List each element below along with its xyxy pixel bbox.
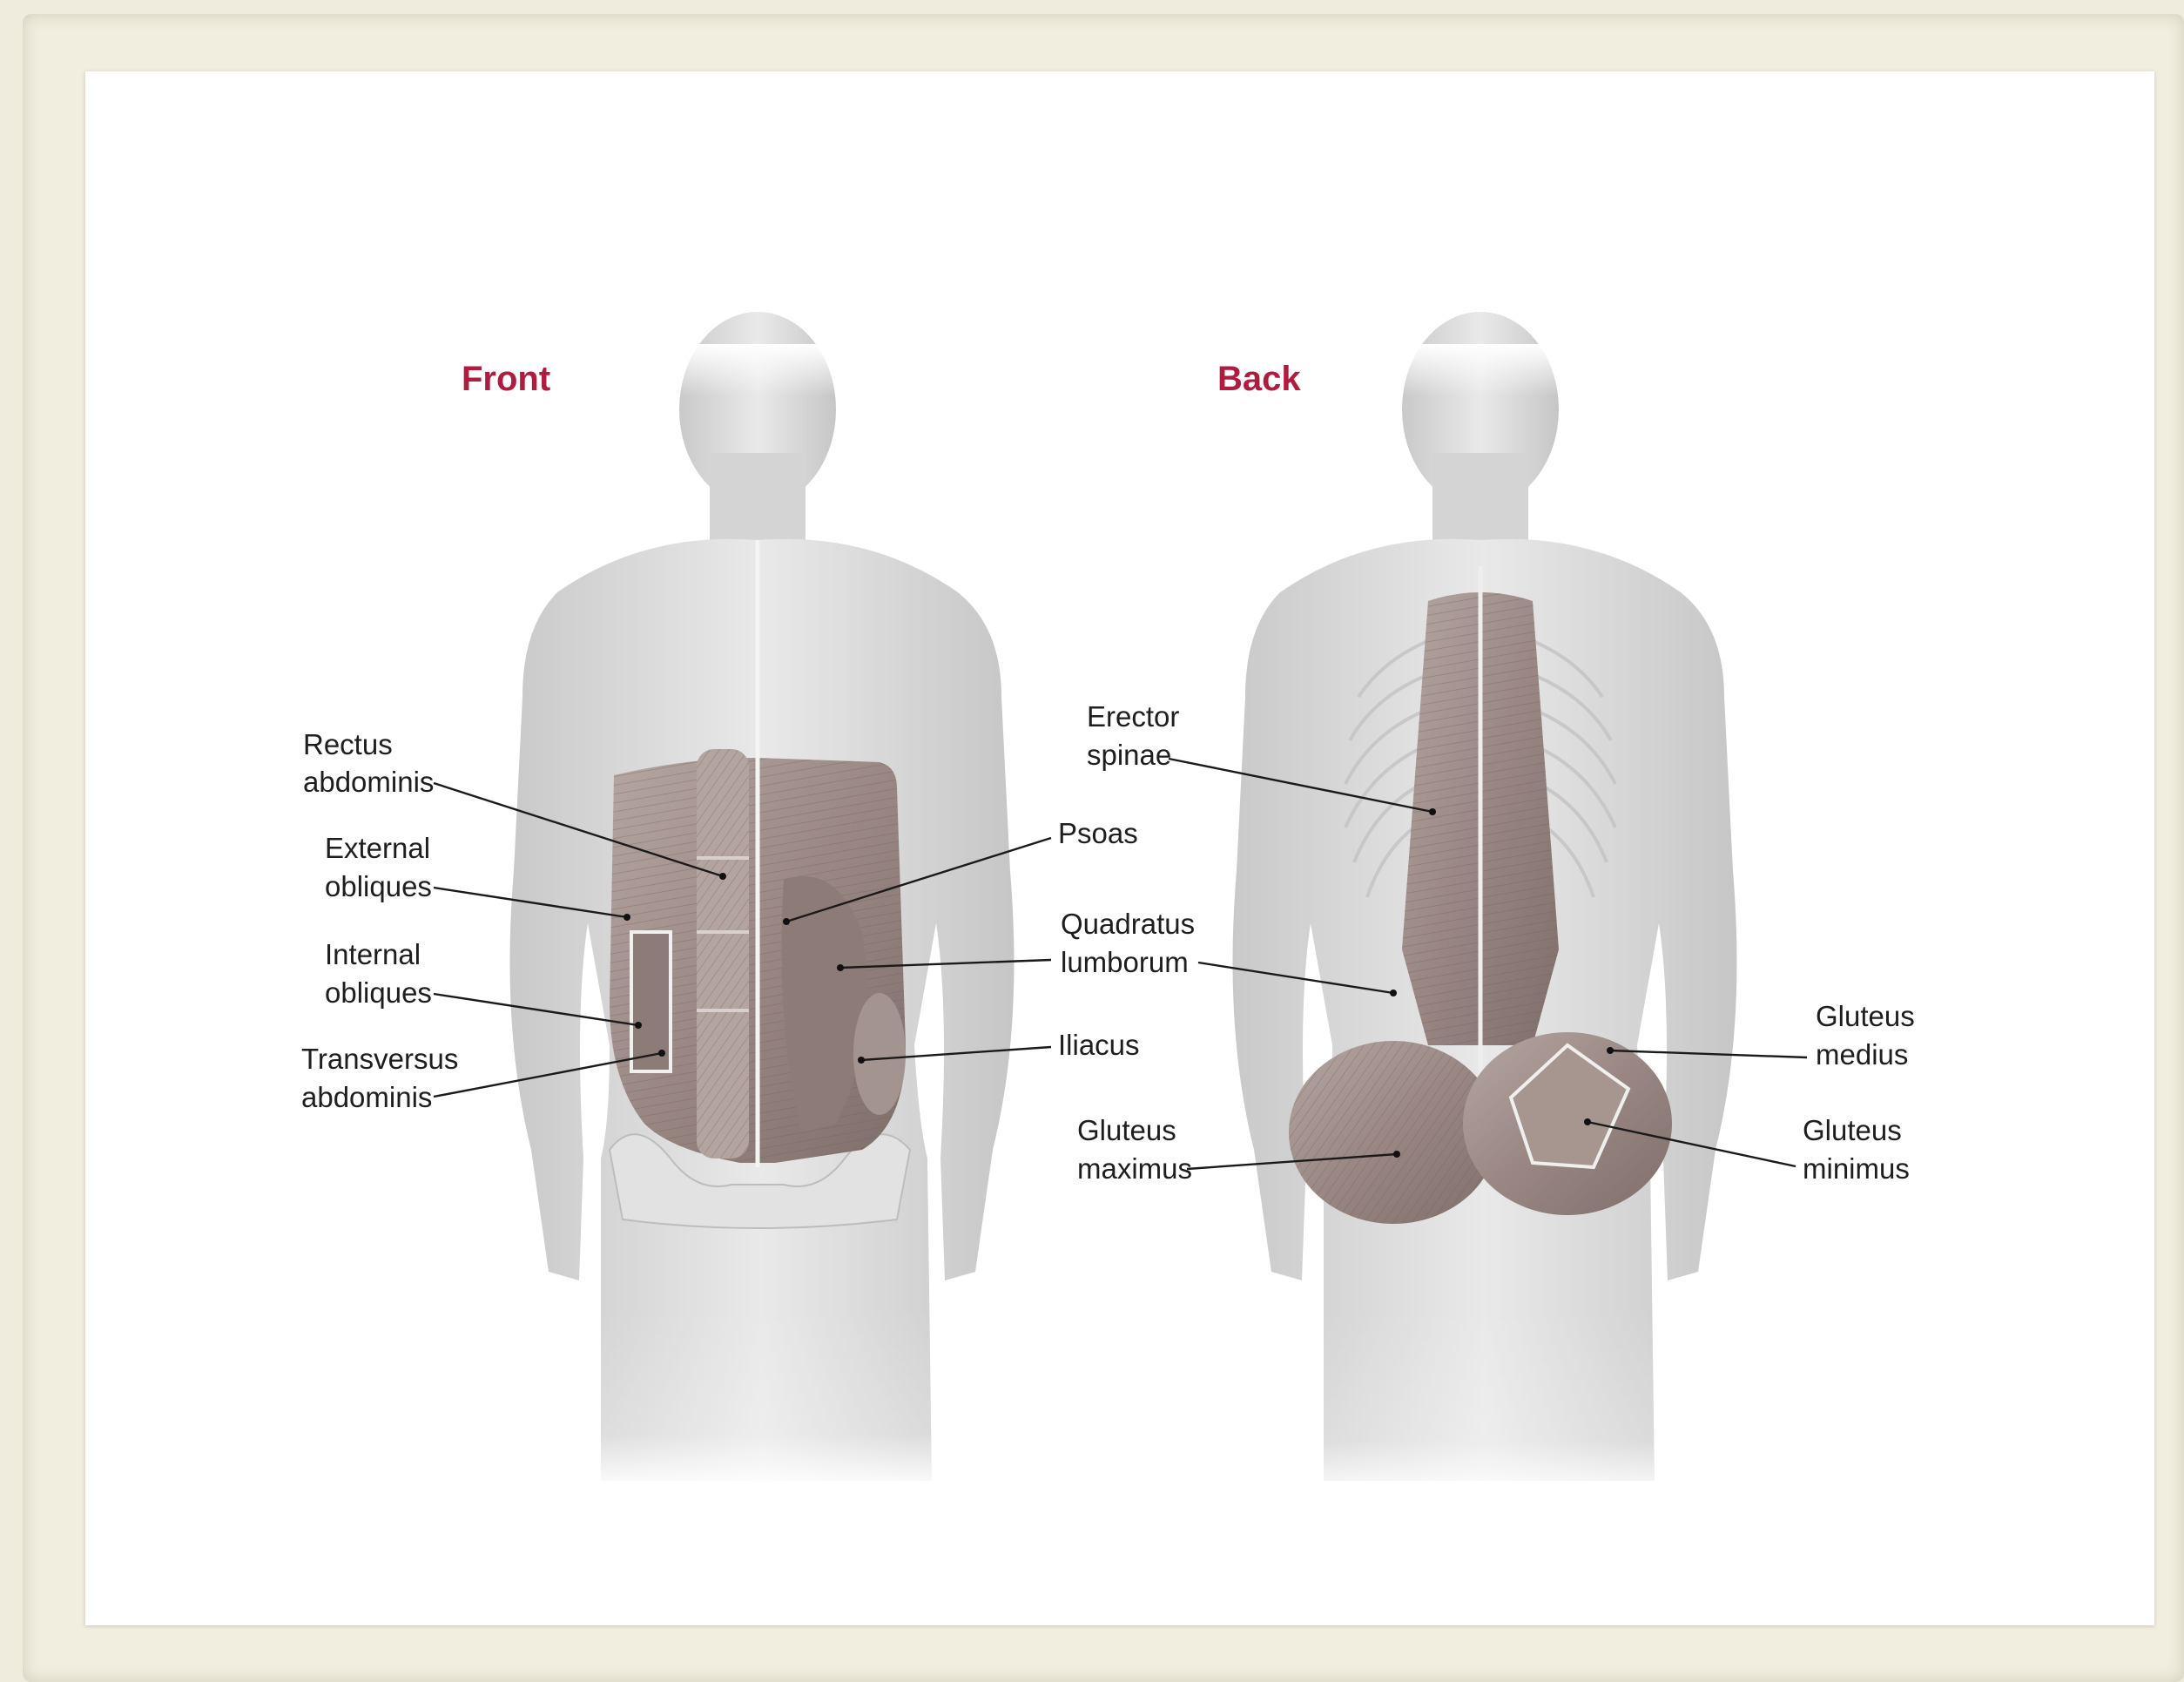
label-line-1: Erector: [1087, 700, 1179, 733]
label-line-1: Psoas: [1058, 817, 1138, 849]
back-title: Back: [1217, 360, 1301, 398]
label-line-2: abdominis: [303, 766, 434, 798]
label-line-2: medius: [1816, 1038, 1908, 1071]
label-line-2: obliques: [325, 870, 432, 902]
label-line-2: obliques: [325, 976, 432, 1009]
label-line-1: Rectus: [303, 728, 393, 760]
label-gluteus-medius: Gluteus medius: [1607, 1000, 1915, 1071]
label-line-1: Quadratus: [1061, 908, 1195, 940]
label-line-2: minimus: [1803, 1152, 1910, 1185]
label-line-2: maximus: [1077, 1152, 1192, 1185]
label-line-1: External: [325, 832, 430, 864]
label-line-1: Gluteus: [1077, 1114, 1176, 1146]
label-line-1: Gluteus: [1803, 1114, 1902, 1146]
label-line-2: spinae: [1087, 739, 1171, 771]
front-title: Front: [462, 360, 550, 398]
label-line-2: abdominis: [301, 1081, 432, 1113]
label-line-1: Gluteus: [1816, 1000, 1915, 1032]
label-line-1: Iliacus: [1058, 1029, 1140, 1061]
label-line-2: lumborum: [1061, 946, 1189, 978]
back-figure: [1228, 312, 1750, 1498]
label-line-1: Internal: [325, 938, 421, 970]
front-figure: [505, 312, 1028, 1489]
label-line-1: Transversus: [301, 1043, 458, 1075]
